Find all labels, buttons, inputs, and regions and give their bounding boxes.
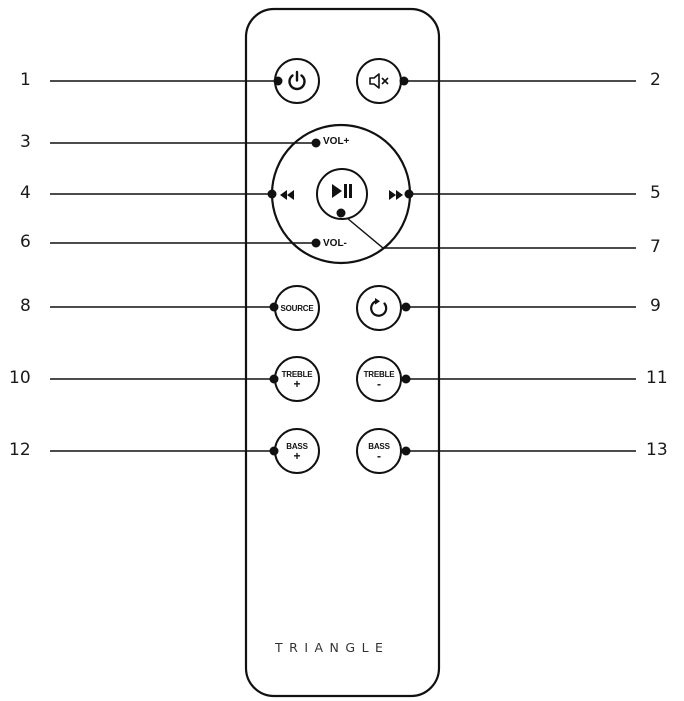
treble-down-button[interactable]: TREBLE -: [356, 356, 402, 402]
source-button[interactable]: SOURCE: [274, 285, 320, 331]
treble-up-button[interactable]: TREBLE +: [274, 356, 320, 402]
callout-8: 8: [20, 296, 31, 316]
bass-down-button[interactable]: BASS -: [356, 428, 402, 474]
mute-button[interactable]: [356, 58, 402, 104]
play-pause-icon: [332, 184, 352, 198]
callout-11: 11: [646, 368, 668, 388]
callout-10: 10: [9, 368, 31, 388]
volume-up-button[interactable]: VOL+: [323, 136, 350, 147]
power-button[interactable]: [274, 58, 320, 104]
leader-line-7: [340, 212, 636, 249]
repeat-button[interactable]: [356, 285, 402, 331]
power-icon: [288, 70, 306, 91]
fast-forward-icon: [389, 190, 403, 200]
next-button[interactable]: [388, 188, 404, 200]
treble-down-sign: -: [377, 376, 381, 391]
callout-4: 4: [20, 183, 31, 203]
source-label: SOURCE: [280, 303, 314, 313]
treble-up-label: TREBLE: [281, 369, 313, 379]
callout-3: 3: [20, 132, 31, 152]
brand-logo: TRIANGLE: [275, 640, 390, 655]
callout-2: 2: [650, 70, 661, 90]
callout-9: 9: [650, 296, 661, 316]
volume-down-button[interactable]: VOL-: [323, 238, 347, 249]
mute-icon: [369, 73, 389, 89]
remote-body: [244, 7, 441, 698]
bass-down-label: BASS: [368, 441, 390, 451]
callout-13: 13: [646, 440, 668, 460]
rewind-icon: [280, 190, 294, 200]
treble-up-sign: +: [293, 376, 301, 391]
bass-up-label: BASS: [286, 441, 308, 451]
previous-button[interactable]: [279, 188, 295, 200]
bass-up-button[interactable]: BASS +: [274, 428, 320, 474]
bass-down-sign: -: [377, 448, 381, 463]
callout-7: 7: [650, 237, 661, 257]
callout-5: 5: [650, 183, 661, 203]
play-pause-button[interactable]: [316, 168, 368, 220]
callout-6: 6: [20, 232, 31, 252]
callout-1: 1: [20, 70, 31, 90]
callout-12: 12: [9, 440, 31, 460]
repeat-icon: [370, 298, 388, 317]
treble-down-label: TREBLE: [363, 369, 395, 379]
bass-up-sign: +: [293, 448, 301, 463]
